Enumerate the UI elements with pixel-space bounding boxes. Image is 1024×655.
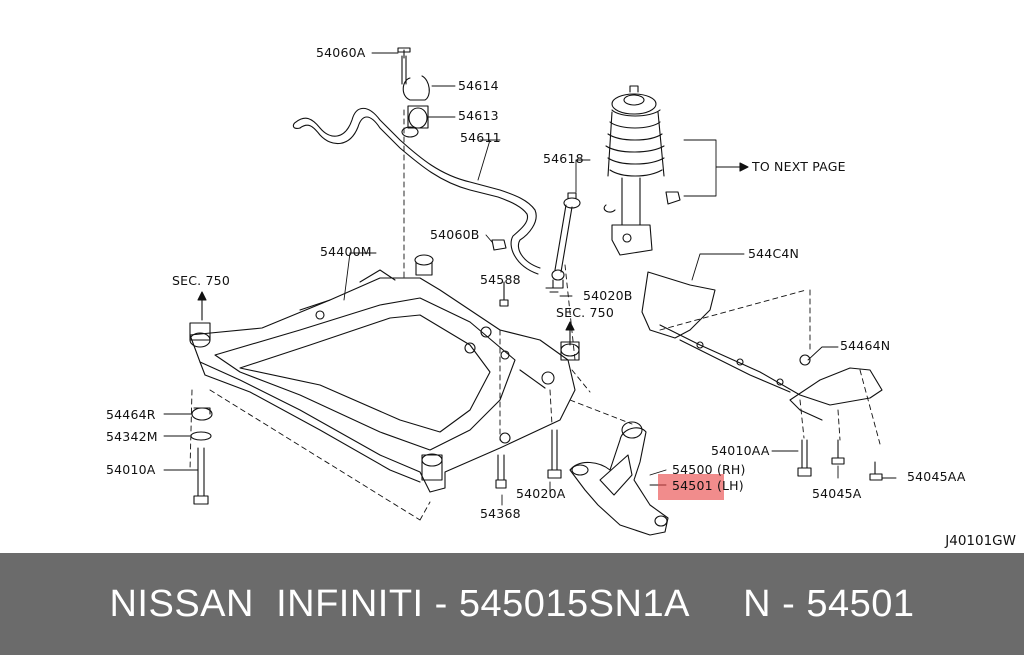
label-54611: 54611 [460,130,501,145]
label-sec-750-right: SEC. 750 [556,305,614,320]
label-54020b: 54020B [583,288,633,303]
label-54500-rh: 54500 (RH) [672,462,746,477]
transverse-link [569,421,669,536]
label-54060a: 54060A [316,45,366,60]
footer-text: NISSAN INFINITI - 545015SN1A N - 54501 [109,582,915,625]
label-sec-750-left: SEC. 750 [172,273,230,288]
label-54020a: 54020A [516,486,566,501]
leader-lines [163,52,897,506]
dashed-lines [189,109,881,521]
label-544c4n: 544C4N [748,246,800,261]
label-54588: 54588 [480,272,521,287]
stabilizer-bar [292,47,541,275]
strut-assembly [603,85,681,256]
label-54060b: 54060B [430,227,480,242]
label-to-next-page: TO NEXT PAGE [752,159,846,174]
label-54045aa: 54045AA [907,469,966,484]
label-54010a: 54010A [106,462,156,477]
label-54614: 54614 [458,78,499,93]
label-54613: 54613 [458,108,499,123]
diagram-drawing [163,47,897,536]
part-number-footer: NISSAN INFINITI - 545015SN1A N - 54501 [0,553,1024,655]
rear-stay [641,271,883,421]
page-code: J40101GW [945,533,1016,549]
label-54368: 54368 [480,506,521,521]
suspension-member [189,254,580,493]
parts-diagram: 54060A 54614 54613 54611 54618 TO NEXT P… [106,45,1016,550]
label-54501-lh: 54501 (LH) [672,478,744,493]
stabilizer-link [545,192,581,293]
label-54618: 54618 [543,151,584,166]
label-54010aa: 54010AA [711,443,770,458]
hardware [190,239,883,505]
label-54342m: 54342M [106,429,158,444]
label-54464n: 54464N [840,338,891,353]
label-54400m: 54400M [320,244,372,259]
label-54045a: 54045A [812,486,862,501]
highlighted-part-marker [658,474,724,500]
label-54464r: 54464R [106,407,156,422]
